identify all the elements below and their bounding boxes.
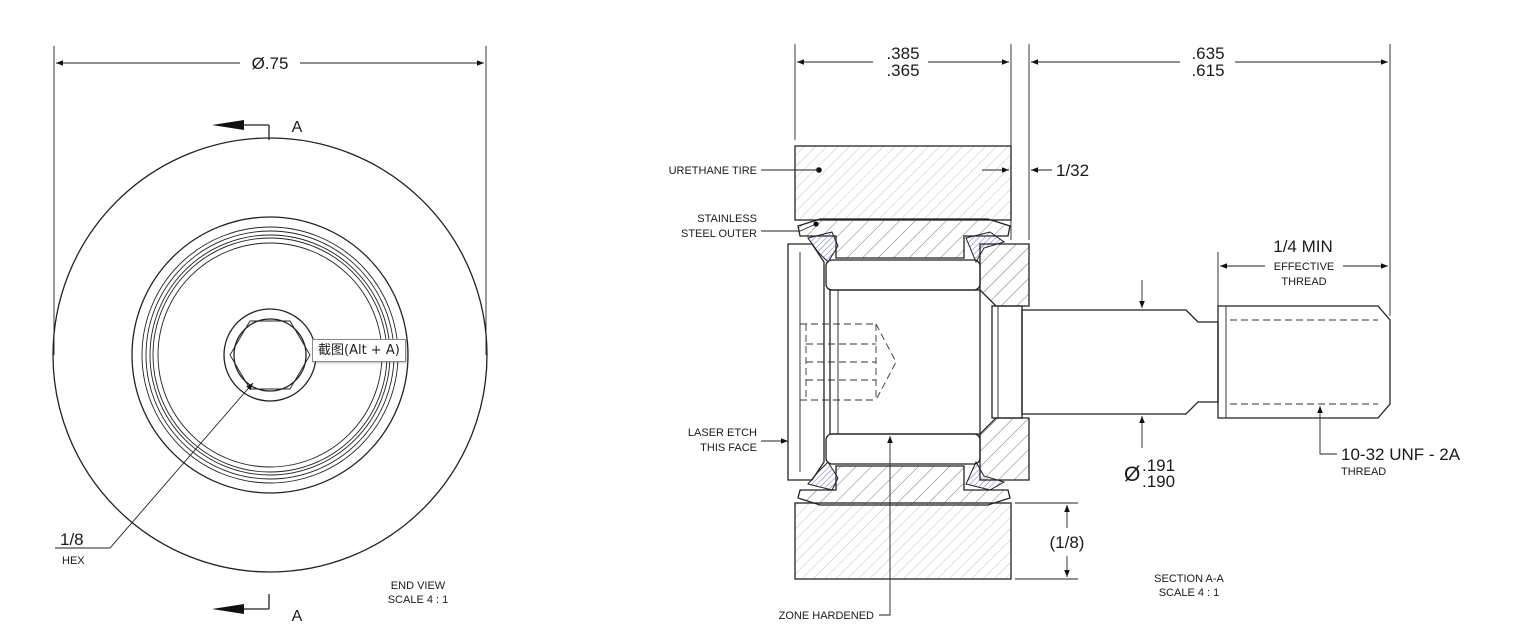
needle-roller-top	[825, 259, 981, 291]
view-title: SECTION A-A	[1154, 573, 1224, 585]
hex-outline	[229, 320, 311, 390]
hex-size: 1/8	[60, 530, 84, 549]
view-scale: SCALE 4 : 1	[1159, 587, 1220, 599]
screenshot-tooltip: 截图(Alt + A)	[312, 339, 406, 362]
zone-label: ZONE HARDENED	[779, 610, 874, 622]
width-upper: .385	[886, 44, 919, 63]
end-view: Ø.75 A A 1/8 HEX END VIEW SCALE 4 :	[52, 46, 488, 625]
tire-outline	[52, 137, 488, 573]
inner-race-top	[979, 243, 1030, 307]
hex-leader	[55, 382, 254, 549]
outer-label-2: STEEL OUTER	[681, 228, 757, 240]
dia-upper: .191	[1142, 456, 1175, 475]
stud-upper: .635	[1191, 44, 1224, 63]
urethane-tire-top	[794, 145, 1012, 221]
hex-socket-hidden	[800, 323, 897, 401]
tire-height: (1/8)	[1050, 533, 1085, 552]
tire-label: URETHANE TIRE	[669, 165, 757, 177]
section-letter: A	[292, 119, 303, 136]
thread-eff-1: EFFECTIVE	[1274, 261, 1335, 273]
width-lower: .365	[886, 61, 919, 80]
section-letter: A	[292, 608, 303, 625]
inner-race-bottom	[979, 417, 1030, 481]
dia-symbol: Ø	[1124, 463, 1140, 486]
outer-ring	[131, 216, 409, 494]
diameter-dimension: Ø.75	[252, 54, 289, 73]
threaded-section	[1217, 305, 1391, 419]
hex-label: HEX	[62, 555, 85, 567]
urethane-tire-bottom	[794, 502, 1012, 580]
view-title: END VIEW	[391, 580, 446, 592]
thread-min: 1/4 MIN	[1273, 237, 1333, 256]
etch-label-2: THIS FACE	[700, 442, 757, 454]
hex-socket	[233, 318, 307, 392]
thread-spec: 10-32 UNF - 2A	[1341, 445, 1461, 464]
needle-roller-bottom	[825, 433, 981, 465]
thread-leader	[1317, 406, 1337, 455]
outer-label-1: STAINLESS	[697, 213, 757, 225]
section-marker-bottom: A	[212, 594, 303, 625]
section-marker-top: A	[212, 119, 303, 140]
stud-head	[223, 308, 317, 402]
offset-dimension: 1/32	[1056, 161, 1089, 180]
flange-plate	[787, 243, 825, 481]
thread-eff-2: THREAD	[1281, 276, 1326, 288]
stud-lower: .615	[1191, 61, 1224, 80]
thread-spec-sub: THREAD	[1341, 466, 1386, 478]
shaft	[1021, 309, 1219, 415]
section-view: .385 .365 .635 .615 1/32	[669, 44, 1461, 622]
etch-label-1: LASER ETCH	[688, 427, 757, 439]
seal	[807, 231, 839, 263]
zone-leader	[879, 436, 893, 616]
view-scale: SCALE 4 : 1	[388, 594, 449, 606]
seal	[807, 461, 839, 491]
dia-lower: .190	[1142, 472, 1175, 491]
